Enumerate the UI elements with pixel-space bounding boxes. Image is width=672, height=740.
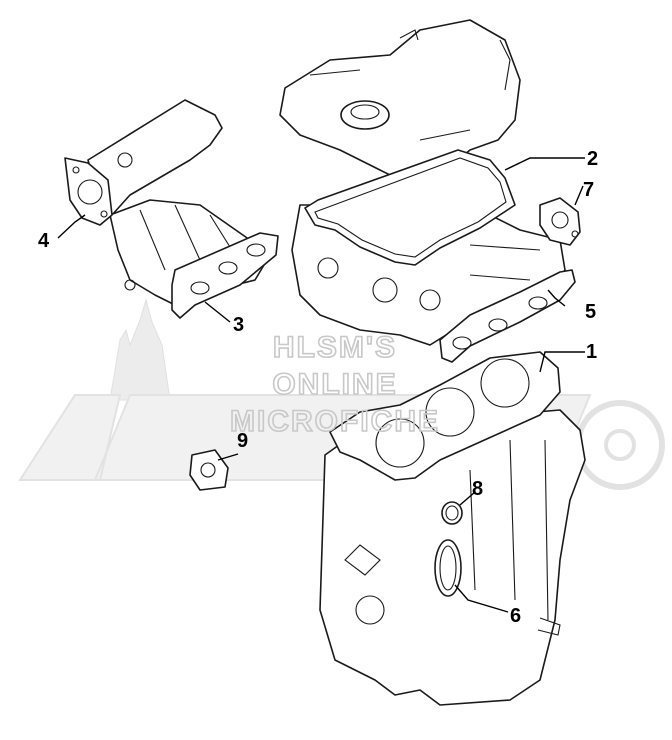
callout-4: 4	[38, 230, 50, 252]
callout-6: 6	[510, 605, 521, 627]
leader-lines	[57, 157, 585, 613]
o-ring-8	[441, 501, 463, 525]
intake-manifold-gasket	[171, 232, 279, 319]
callout-1: 1	[586, 341, 597, 363]
callout-7: 7	[583, 179, 594, 201]
callout-8: 8	[472, 478, 483, 500]
callout-5: 5	[585, 301, 596, 323]
valve-cover-gasket	[304, 149, 516, 266]
watermark-line-3: MICROFICHE	[230, 405, 440, 438]
watermark-line-2: ONLINE	[272, 368, 397, 401]
callout-9: 9	[237, 430, 248, 452]
callout-3: 3	[233, 314, 244, 336]
head-gasket	[329, 351, 561, 481]
flange-gasket-7	[539, 197, 581, 246]
valve-cover	[279, 19, 521, 186]
oval-seal-6	[434, 539, 462, 597]
exhaust-manifold-gasket	[439, 269, 576, 363]
callout-2: 2	[587, 148, 598, 170]
throttle-body-gasket	[64, 157, 113, 226]
watermark-line-1: HLSM'S	[273, 331, 397, 364]
